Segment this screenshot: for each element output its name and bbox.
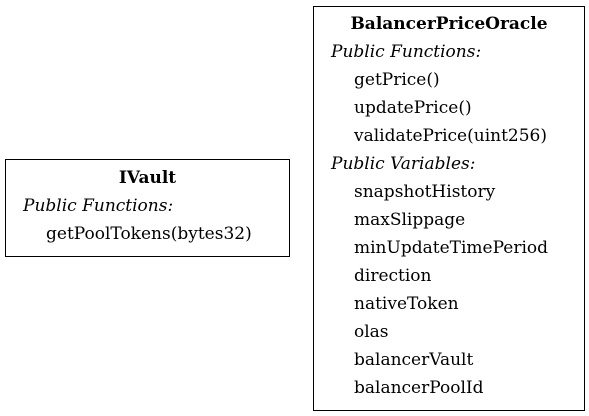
oracle-variable-item: direction [354, 266, 432, 286]
oracle-variable-item: maxSlippage [354, 210, 466, 230]
ivault-public-functions-label: Public Functions: [23, 196, 174, 216]
ivault-class-box: IVault Public Functions: getPoolTokens(b… [5, 159, 290, 257]
ivault-function-item: getPoolTokens(bytes32) [46, 224, 252, 244]
oracle-variable-item: snapshotHistory [354, 182, 496, 202]
balancer-price-oracle-class-box: BalancerPriceOracle Public Functions: ge… [313, 6, 585, 411]
oracle-variable-item: olas [354, 322, 389, 342]
oracle-function-item: getPrice() [354, 70, 440, 90]
ivault-class-title: IVault [118, 168, 177, 188]
oracle-function-item: validatePrice(uint256) [354, 126, 547, 146]
oracle-variable-item: nativeToken [354, 294, 459, 314]
oracle-function-item: updatePrice() [354, 98, 472, 118]
oracle-variable-item: balancerPoolId [354, 378, 484, 398]
oracle-public-functions-label: Public Functions: [331, 42, 482, 62]
balancer-price-oracle-class-title: BalancerPriceOracle [350, 14, 548, 34]
oracle-variable-item: balancerVault [354, 350, 474, 370]
oracle-variable-item: minUpdateTimePeriod [354, 238, 548, 258]
oracle-public-variables-label: Public Variables: [331, 154, 476, 174]
